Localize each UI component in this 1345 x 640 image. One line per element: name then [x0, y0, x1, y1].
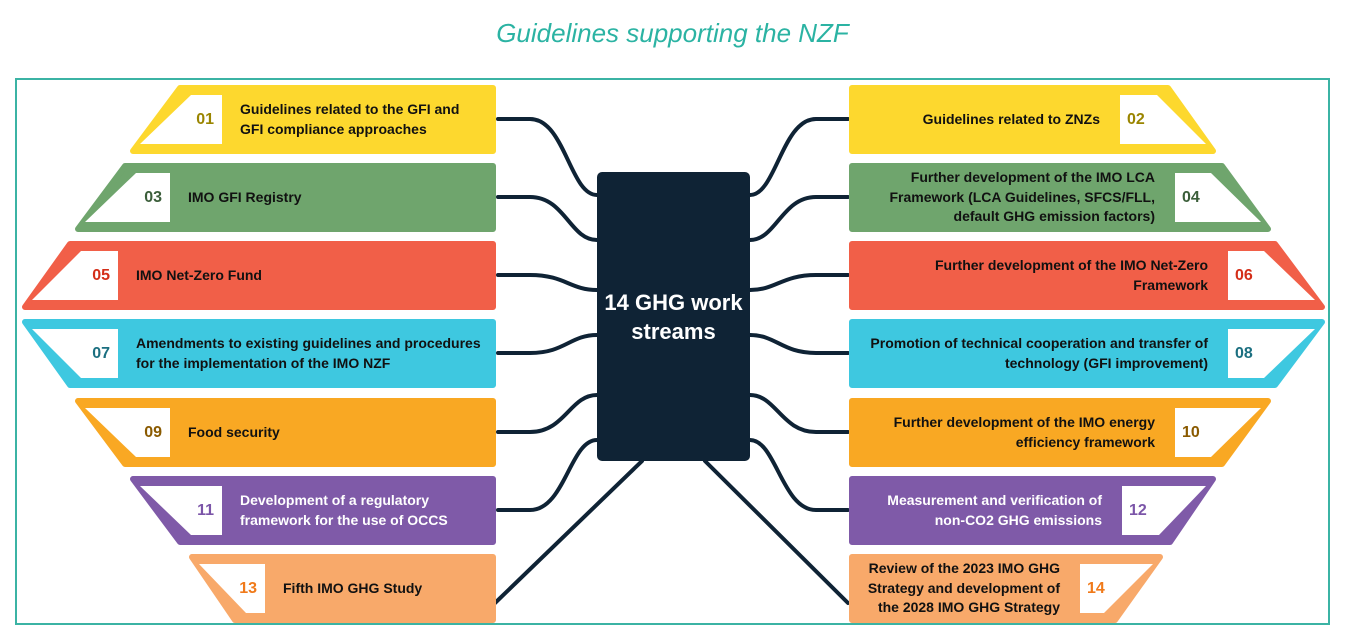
hub-label: 14 GHG work streams	[604, 289, 743, 344]
connector-line-10	[748, 393, 850, 434]
workstream-label-text: Guidelines related to ZNZs	[922, 110, 1100, 127]
workstream-number: 12	[1129, 501, 1147, 519]
workstream-tab	[849, 398, 1271, 467]
workstream-label: Further development of the IMO Net-Zero …	[860, 244, 1208, 307]
diagram-title: Guidelines supporting the NZF	[496, 18, 849, 48]
connector-line-13	[493, 459, 644, 605]
diagram-frame	[15, 78, 1330, 625]
workstream-label: IMO Net-Zero Fund	[136, 244, 485, 307]
workstream-label: Development of a regulatory framework fo…	[240, 479, 485, 542]
connector-line-02	[748, 117, 850, 197]
workstream-08	[849, 319, 1325, 388]
workstream-label: Measurement and verification of non-CO2 …	[860, 479, 1102, 542]
workstream-label: Promotion of technical cooperation and t…	[860, 322, 1208, 385]
workstream-tab	[189, 554, 496, 623]
workstream-tab	[130, 476, 496, 545]
workstream-label: IMO GFI Registry	[188, 166, 485, 229]
workstream-tab	[130, 85, 496, 154]
connector-line-09	[496, 393, 599, 434]
workstream-01	[130, 85, 496, 154]
number-box	[32, 251, 118, 300]
workstream-label: Guidelines related to ZNZs	[860, 88, 1100, 151]
workstream-label-text: Amendments to existing guidelines and pr…	[136, 335, 481, 371]
workstream-number: 02	[1127, 110, 1145, 128]
workstream-number: 11	[197, 501, 214, 519]
number-box	[1175, 408, 1261, 457]
workstream-label-text: IMO Net-Zero Fund	[136, 266, 262, 283]
workstream-11	[130, 476, 496, 545]
workstream-tab	[849, 241, 1325, 310]
workstream-tab	[849, 319, 1325, 388]
connector-line-07	[496, 333, 599, 355]
connector-line-01	[496, 117, 599, 197]
workstream-label-text: Further development of the IMO energy ef…	[893, 414, 1155, 450]
workstream-02	[849, 85, 1216, 154]
number-box	[85, 408, 170, 457]
connector-line-06	[748, 273, 850, 292]
connector-line-14	[703, 459, 850, 605]
workstream-number: 14	[1087, 579, 1105, 597]
workstream-label-text: Further development of the IMO Net-Zero …	[934, 257, 1208, 293]
workstream-number: 07	[92, 344, 110, 362]
workstream-label-text: Fifth IMO GHG Study	[283, 579, 423, 596]
workstream-04	[849, 163, 1271, 232]
workstream-number: 01	[196, 110, 214, 128]
connector-line-04	[748, 195, 850, 242]
workstream-number: 13	[239, 579, 257, 597]
connector-line-08	[748, 333, 850, 355]
workstream-label-text: Review of the 2023 IMO GHG Strategy and …	[867, 560, 1060, 616]
workstream-number: 10	[1182, 423, 1200, 441]
workstream-number: 09	[144, 423, 162, 441]
connector-line-11	[496, 438, 599, 512]
workstream-tab	[75, 163, 496, 232]
workstream-label-text: IMO GFI Registry	[188, 188, 302, 205]
number-box	[199, 564, 265, 613]
workstream-label-text: Development of a regulatory framework fo…	[240, 492, 448, 528]
workstream-tab	[849, 163, 1271, 232]
workstream-07	[22, 319, 496, 388]
workstream-label-text: Further development of the IMO LCA Frame…	[889, 169, 1155, 225]
workstream-number: 05	[92, 266, 110, 284]
connector-line-12	[748, 438, 850, 512]
number-box	[32, 329, 118, 378]
workstream-label-text: Food security	[188, 423, 280, 440]
workstream-label: Amendments to existing guidelines and pr…	[136, 322, 485, 385]
number-box	[140, 95, 222, 144]
workstream-06	[849, 241, 1325, 310]
workstream-13	[189, 554, 496, 623]
workstream-10	[849, 398, 1271, 467]
workstream-label: Further development of the IMO energy ef…	[860, 401, 1155, 464]
workstream-number: 08	[1235, 344, 1253, 362]
workstream-label-text: Measurement and verification of non-CO2 …	[887, 492, 1102, 528]
workstream-14	[849, 554, 1163, 623]
workstream-03	[75, 163, 496, 232]
workstream-number: 03	[144, 188, 162, 206]
number-box	[140, 486, 222, 535]
workstream-label-text: Guidelines related to the GFI and GFI co…	[240, 101, 460, 137]
workstream-tab	[75, 398, 496, 467]
workstream-label-text: Promotion of technical cooperation and t…	[870, 335, 1208, 371]
number-box	[1080, 564, 1153, 613]
connector-line-03	[496, 195, 599, 242]
hub-box	[597, 172, 750, 461]
workstream-12	[849, 476, 1216, 545]
connector-line-05	[496, 273, 599, 292]
workstream-tab	[22, 319, 496, 388]
number-box	[85, 173, 170, 222]
number-box	[1120, 95, 1206, 144]
workstream-label: Fifth IMO GHG Study	[283, 557, 485, 620]
workstream-09	[75, 398, 496, 467]
workstream-number: 04	[1182, 188, 1200, 206]
workstream-label: Review of the 2023 IMO GHG Strategy and …	[860, 557, 1060, 620]
workstream-label: Food security	[188, 401, 485, 464]
number-box	[1228, 251, 1315, 300]
workstream-number: 06	[1235, 266, 1253, 284]
number-box	[1228, 329, 1315, 378]
workstream-label: Guidelines related to the GFI and GFI co…	[240, 88, 485, 151]
number-box	[1175, 173, 1261, 222]
workstream-tab	[22, 241, 496, 310]
workstream-label: Further development of the IMO LCA Frame…	[860, 166, 1155, 229]
workstream-05	[22, 241, 496, 310]
number-box	[1122, 486, 1206, 535]
